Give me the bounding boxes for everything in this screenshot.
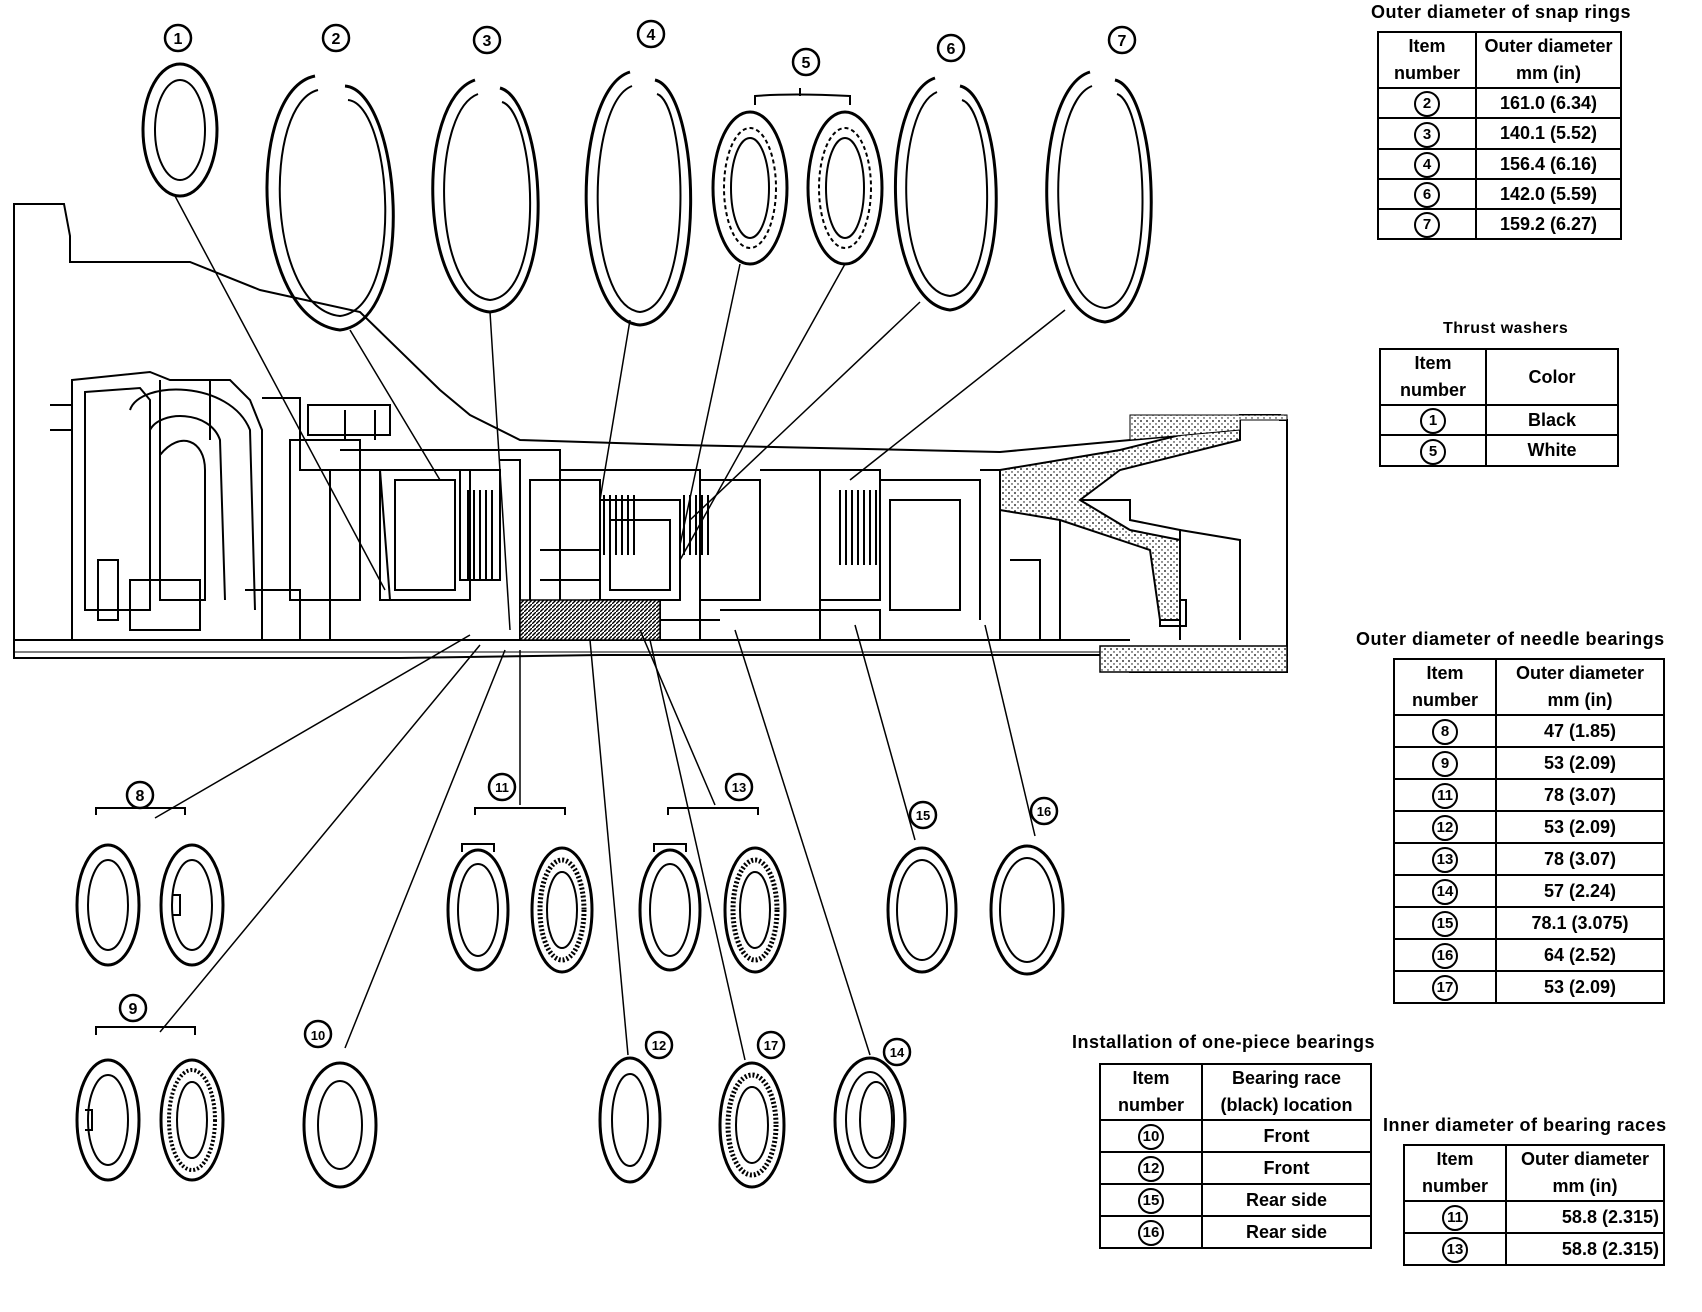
callout-5: 5: [791, 47, 821, 77]
callout-7: 7: [1107, 25, 1137, 55]
header-color: Color: [1485, 348, 1619, 406]
rear-extension-casting: [999, 423, 1241, 621]
callout-numbers: 1 2 3 4 5 6 7 8 9 10 11 12 13 14 15 16 1…: [118, 19, 1137, 1067]
callout-10: 10: [303, 1019, 333, 1049]
thrust-washers-title: Thrust washers: [1443, 320, 1569, 337]
bottom-parts: [75, 807, 1065, 1189]
svg-text:2: 2: [332, 31, 341, 48]
callout-2: 2: [321, 23, 351, 53]
svg-text:8: 8: [136, 788, 145, 805]
svg-text:3: 3: [483, 33, 492, 50]
svg-text:13: 13: [732, 780, 746, 795]
svg-text:1: 1: [174, 31, 183, 48]
callout-11: 11: [487, 772, 517, 802]
callout-13: 13: [724, 772, 754, 802]
svg-text:12: 12: [652, 1038, 666, 1053]
callout-3: 3: [472, 25, 502, 55]
svg-text:4: 4: [647, 27, 656, 44]
shaft-section: [519, 599, 661, 641]
transmission-cross-section: [13, 203, 1288, 673]
svg-text:11: 11: [495, 780, 509, 795]
top-leader-lines: [174, 195, 1066, 631]
callout-16: 16: [1029, 796, 1059, 826]
housing-right-detail: [1129, 414, 1288, 441]
clutch-discs: [467, 490, 877, 580]
svg-text:5: 5: [802, 55, 811, 72]
header-bearing-race-location: Bearing race(black) location: [1201, 1063, 1372, 1121]
bearing-races-title: Inner diameter of bearing races: [1383, 1115, 1667, 1135]
callout-9: 9: [118, 993, 148, 1023]
svg-text:16: 16: [1037, 804, 1051, 819]
callout-4: 4: [636, 19, 666, 49]
svg-text:6: 6: [947, 41, 956, 58]
needle-bearings-title: Outer diameter of needle bearings: [1356, 629, 1665, 649]
callout-15: 15: [908, 800, 938, 830]
callout-1: 1: [163, 23, 193, 53]
callout-14: 14: [882, 1037, 912, 1067]
svg-text:15: 15: [916, 808, 930, 823]
one-piece-bearings-title: Installation of one-piece bearings: [1072, 1032, 1376, 1052]
top-row-parts: [141, 62, 1153, 332]
svg-text:10: 10: [311, 1028, 325, 1043]
svg-text:17: 17: [764, 1038, 778, 1053]
svg-text:9: 9: [129, 1001, 138, 1018]
svg-text:7: 7: [1118, 33, 1127, 50]
callout-17: 17: [756, 1030, 786, 1060]
callout-12: 12: [644, 1030, 674, 1060]
callout-8: 8: [125, 780, 155, 810]
snap-rings-title: Outer diameter of snap rings: [1371, 2, 1632, 22]
callout-6: 6: [936, 33, 966, 63]
svg-text:14: 14: [890, 1045, 905, 1060]
bottom-leader-lines: [154, 624, 1036, 1061]
output-shaft-extension: [1099, 645, 1288, 673]
